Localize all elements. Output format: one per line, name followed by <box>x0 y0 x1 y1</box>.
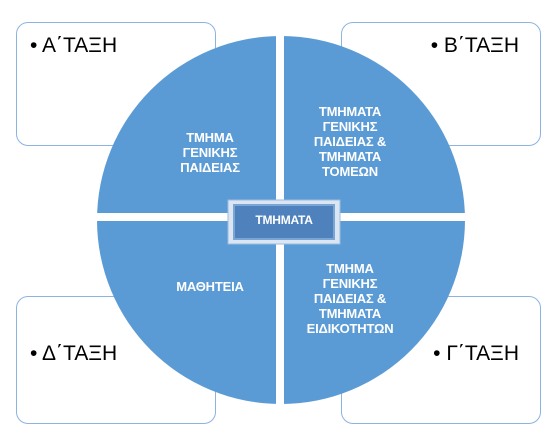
quadrant-label-top-right: ΤΜΗΜΑΤΑ ΓΕΝΙΚΗΣ ΠΑΙΔΕΙΑΣ & ΤΜΗΜΑΤΑ ΤΟΜΕΩ… <box>313 104 387 179</box>
center-label: ΤΜΗΜΑΤΑ <box>255 213 313 227</box>
corner-label-b-taxi: • Β΄ΤΑΞΗ <box>430 34 519 57</box>
center-box-inner <box>233 204 335 240</box>
quadrant-label-bottom-right: ΤΜΗΜΑ ΓΕΝΙΚΗΣ ΠΑΙΔΕΙΑΣ & ΤΜΗΜΑΤΑ ΕΙΔΙΚΟΤ… <box>306 261 394 336</box>
quadrant-label-bottom-left: ΜΑΘΗΤΕΙΑ <box>176 279 244 294</box>
corner-label-g-taxi: • Γ΄ΤΑΞΗ <box>433 342 519 365</box>
quadrant-label-top-left: ΤΜΗΜΑ ΓΕΝΙΚΗΣ ΠΑΙΔΕΙΑΣ <box>180 130 240 175</box>
corner-label-d-taxi: • Δ΄ΤΑΞΗ <box>30 342 118 365</box>
quadrant-bottom-left <box>97 221 276 404</box>
corner-label-a-taxi: • Α΄ΤΑΞΗ <box>30 34 118 57</box>
